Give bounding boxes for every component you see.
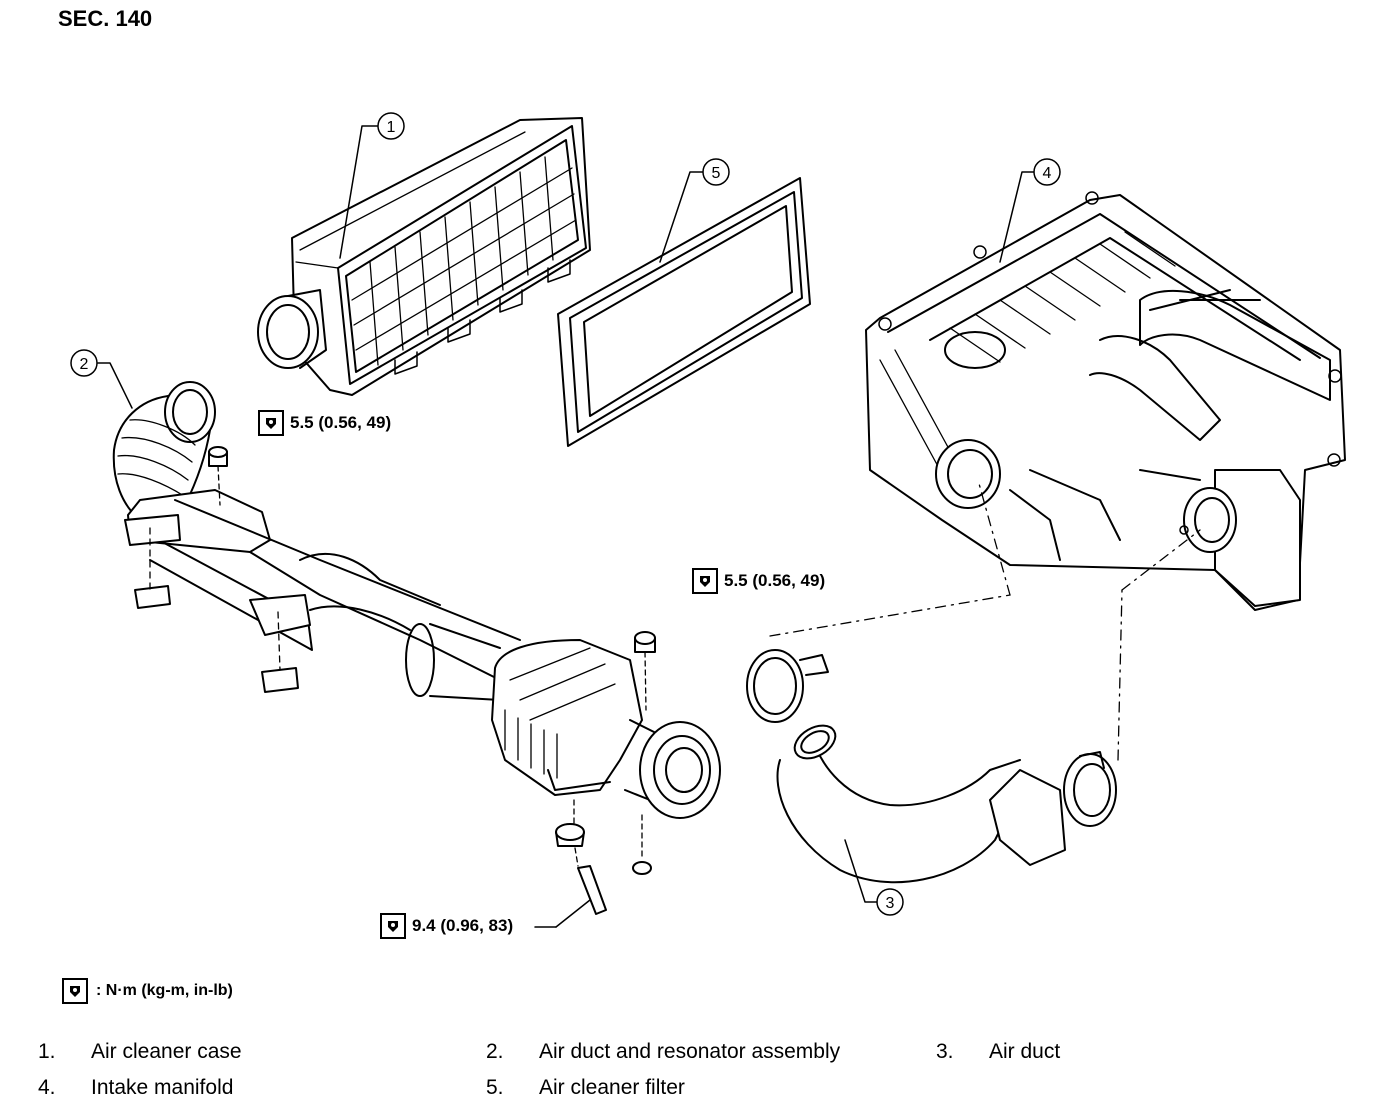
- svg-text:2: 2: [80, 356, 89, 373]
- callout-2: 2: [70, 349, 98, 377]
- callout-4: 4: [1033, 158, 1061, 186]
- callout-1: 1: [377, 112, 405, 140]
- torque-wrench-icon: [692, 568, 718, 594]
- fasteners: [208, 446, 656, 915]
- air-cleaner-case: [257, 117, 591, 396]
- section-title: SEC. 140: [58, 6, 153, 31]
- air-duct-resonator-assembly: [112, 381, 721, 819]
- torque-wrench-icon: [258, 410, 284, 436]
- torque-spec-upper-right: 5.5 (0.56, 49): [692, 568, 825, 594]
- svg-text:4: 4: [1043, 165, 1052, 182]
- torque-legend: : N·m (kg-m, in-lb): [62, 978, 233, 1004]
- svg-text:3: 3: [886, 895, 895, 912]
- svg-text:5: 5: [712, 165, 721, 182]
- air-duct: [746, 479, 1201, 884]
- legend-text: : N·m (kg-m, in-lb): [96, 982, 233, 999]
- intake-manifold: [865, 191, 1346, 611]
- air-cleaner-filter: [557, 177, 811, 447]
- torque-wrench-icon: [62, 978, 88, 1004]
- svg-text:1: 1: [387, 119, 396, 136]
- callout-3: 3: [876, 888, 904, 916]
- torque-spec-upper-left: 5.5 (0.56, 49): [258, 410, 391, 436]
- callout-5: 5: [702, 158, 730, 186]
- torque-wrench-icon: [380, 913, 406, 939]
- callout-leaders: [97, 125, 1036, 903]
- torque-spec-bottom: 9.4 (0.96, 83): [380, 913, 513, 939]
